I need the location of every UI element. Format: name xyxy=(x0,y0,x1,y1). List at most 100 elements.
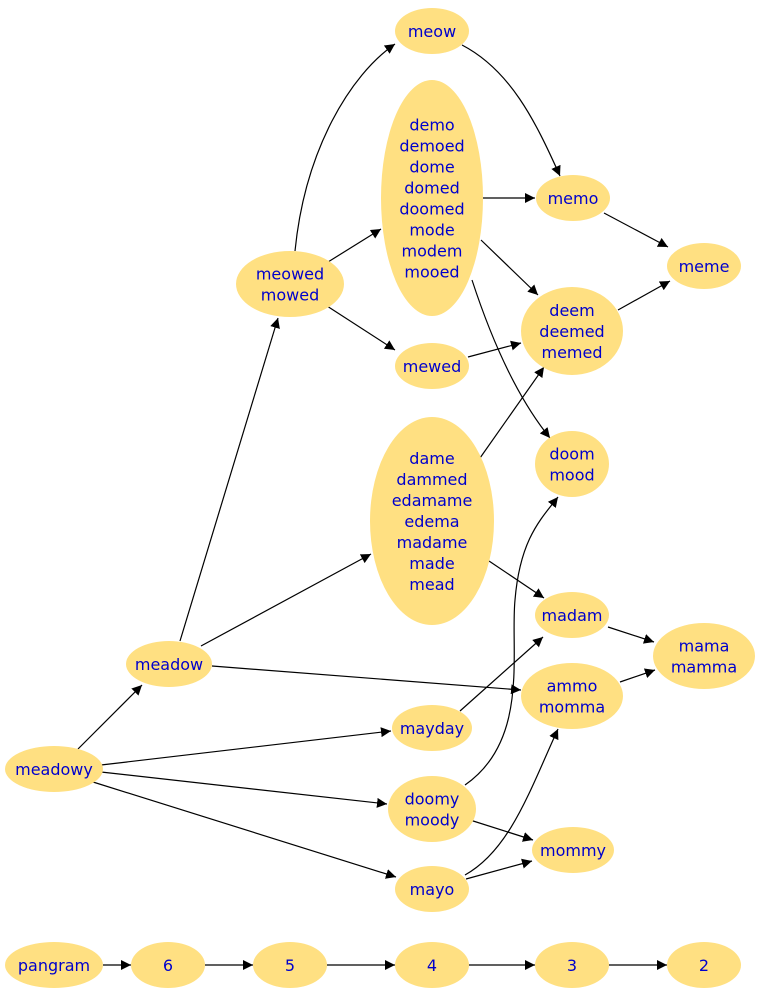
edge-meowed_group-to-meow xyxy=(294,43,396,252)
node-n5: 5 xyxy=(253,942,327,988)
node-label: meowed xyxy=(256,265,324,284)
node-label: doom xyxy=(549,445,594,464)
edge-dame_group-to-deem_group xyxy=(479,366,545,459)
node-label: mowed xyxy=(261,286,319,305)
node-doom-group: doom mood xyxy=(535,431,609,497)
node-meowed-group: meowed mowed xyxy=(236,251,344,317)
edge-demo_group-to-doom_group xyxy=(471,279,551,439)
node-label: mamma xyxy=(671,658,737,677)
node-label: made xyxy=(409,554,454,573)
edge-madam-to-mama_group xyxy=(607,626,655,644)
node-label: edamame xyxy=(392,491,473,510)
edge-mayo-to-mommy xyxy=(465,858,533,880)
edges-layer xyxy=(77,43,671,970)
node-label: madame xyxy=(397,533,468,552)
node-meme: meme xyxy=(667,243,741,289)
node-ellipse xyxy=(521,287,623,375)
node-label: dame xyxy=(409,449,454,468)
node-meow: meow xyxy=(395,8,469,54)
node-label: doomed xyxy=(399,200,464,219)
edge-meadow-to-ammo_group xyxy=(211,665,522,695)
edge-memo-to-meme xyxy=(603,212,669,248)
edge-mewed-to-deem_group xyxy=(467,340,522,358)
edge-meow-to-memo xyxy=(461,44,561,177)
node-label: memed xyxy=(541,343,602,362)
node-label: edema xyxy=(404,512,459,531)
node-meadow: meadow xyxy=(126,641,212,687)
node-pangram: pangram xyxy=(5,942,103,988)
node-label: 5 xyxy=(285,956,295,975)
edge-meowed_group-to-demo_group xyxy=(327,228,382,263)
node-label: mode xyxy=(409,221,454,240)
node-ellipse xyxy=(381,80,483,316)
node-ellipse xyxy=(535,592,609,638)
node-label: demo xyxy=(409,116,454,135)
node-label: pangram xyxy=(18,956,90,975)
node-ellipse xyxy=(536,175,610,221)
node-ellipse xyxy=(653,623,755,689)
edge-meadow-to-dame_group xyxy=(200,553,372,647)
node-ellipse xyxy=(131,942,205,988)
node-label: 4 xyxy=(427,956,437,975)
node-ellipse xyxy=(236,251,344,317)
edge-meadow-to-meowed_group xyxy=(179,317,280,642)
edge-mayday-to-madam xyxy=(459,636,544,712)
node-mommy: mommy xyxy=(532,827,614,873)
edge-meadowy-to-doomy_group xyxy=(100,771,388,808)
node-ellipse xyxy=(5,942,103,988)
node-label: meadowy xyxy=(15,760,93,779)
edge-meadowy-to-mayday xyxy=(100,727,392,766)
node-mayday: mayday xyxy=(392,705,472,751)
node-ellipse xyxy=(126,641,212,687)
node-ellipse xyxy=(667,942,741,988)
node-ellipse xyxy=(532,827,614,873)
node-ellipse xyxy=(370,417,494,625)
edge-meadowy-to-meadow xyxy=(77,684,143,750)
edge-doomy_group-to-mommy xyxy=(469,819,534,842)
node-label: deemed xyxy=(539,322,604,341)
node-label: mood xyxy=(549,466,594,485)
node-label: ammo xyxy=(547,677,598,696)
node-label: mayo xyxy=(410,880,455,899)
node-label: moody xyxy=(405,811,460,830)
node-label: mead xyxy=(409,575,454,594)
node-ellipse xyxy=(392,705,472,751)
node-mayo: mayo xyxy=(395,866,469,912)
node-meadowy: meadowy xyxy=(5,746,103,792)
node-ellipse xyxy=(395,8,469,54)
node-ellipse xyxy=(395,866,469,912)
node-mewed: mewed xyxy=(395,343,469,389)
edge-doomy_group-to-doom_group xyxy=(464,496,559,786)
node-n2: 2 xyxy=(667,942,741,988)
edge-deem_group-to-meme xyxy=(617,280,671,311)
node-label: dammed xyxy=(396,470,467,489)
node-label: meadow xyxy=(135,655,203,674)
node-label: domed xyxy=(404,179,460,198)
edge-meowed_group-to-mewed xyxy=(326,305,396,351)
node-label: mooed xyxy=(404,263,459,282)
node-ammo-group: ammo momma xyxy=(521,663,623,729)
node-n4: 4 xyxy=(395,942,469,988)
node-label: dome xyxy=(409,158,454,177)
edge-dame_group-to-madam xyxy=(488,560,545,599)
node-label: doomy xyxy=(405,790,460,809)
node-dame-group: dame dammed edamame edema madame made mead xyxy=(370,417,494,625)
node-label: demoed xyxy=(399,137,464,156)
node-ellipse xyxy=(521,663,623,729)
edge-mayo-to-ammo_group xyxy=(464,728,559,876)
node-label: momma xyxy=(539,698,605,717)
node-ellipse xyxy=(5,746,103,792)
node-ellipse xyxy=(535,942,609,988)
node-madam: madam xyxy=(535,592,609,638)
node-label: 6 xyxy=(163,956,173,975)
node-label: mama xyxy=(679,637,730,656)
edge-demo_group-to-deem_group xyxy=(480,239,539,296)
node-label: madam xyxy=(542,606,603,625)
node-label: 3 xyxy=(567,956,577,975)
node-ellipse xyxy=(253,942,327,988)
node-memo: memo xyxy=(536,175,610,221)
node-ellipse xyxy=(667,243,741,289)
